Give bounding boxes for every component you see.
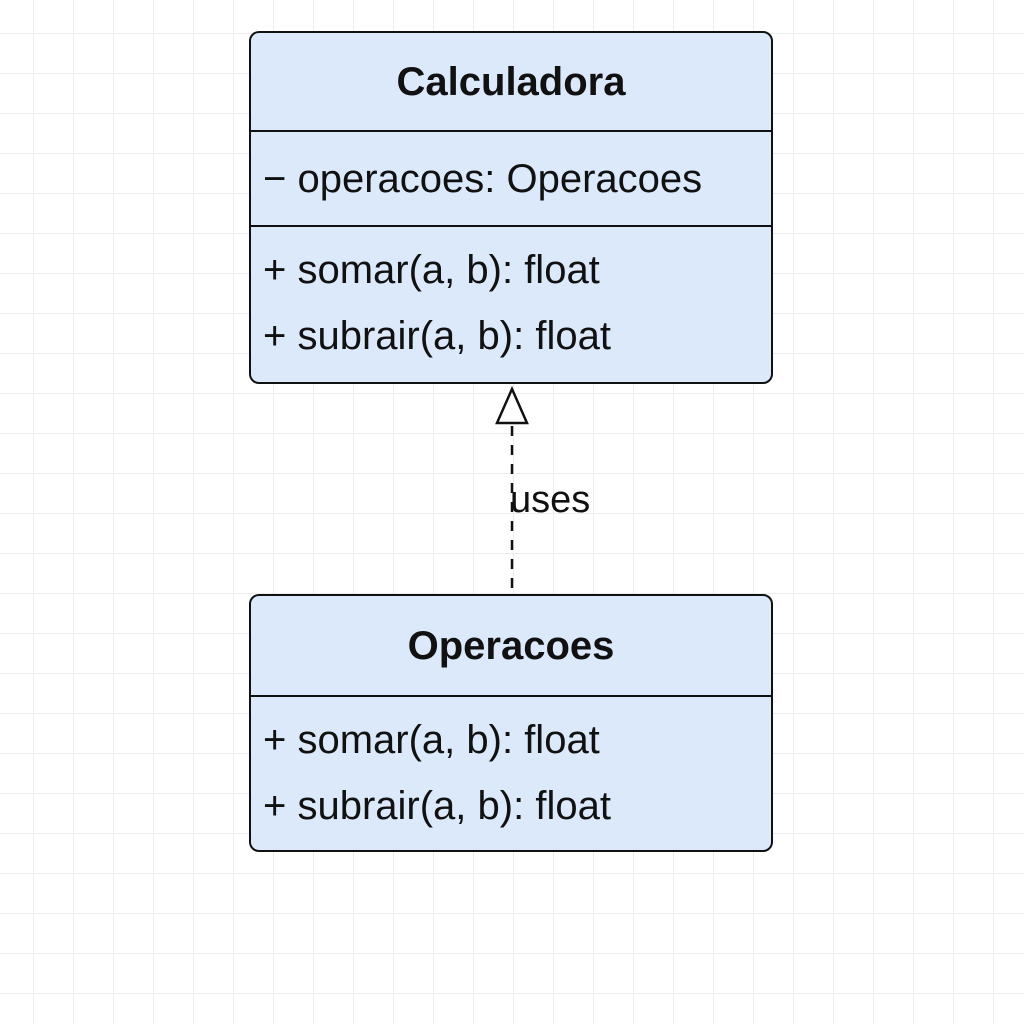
class-name-calculadora: Calculadora [251,33,771,132]
method-somar: + somar(a, b): float [263,248,600,292]
class-name-operacoes: Operacoes [251,596,771,697]
method-somar: + somar(a, b): float [263,718,600,762]
method-subrair: + subrair(a, b): float [263,784,611,828]
attribute-operacoes: − operacoes: Operacoes [263,157,703,201]
methods-section: + somar(a, b): float + subrair(a, b): fl… [251,227,771,377]
relationship-label: uses [510,479,591,521]
attributes-section: − operacoes: Operacoes [251,132,771,227]
method-subrair: + subrair(a, b): float [263,314,611,358]
hollow-triangle-arrowhead [495,385,529,425]
class-box-operacoes[interactable]: Operacoes + somar(a, b): float + subrair… [249,594,773,852]
methods-section: + somar(a, b): float + subrair(a, b): fl… [251,697,771,847]
class-box-calculadora[interactable]: Calculadora − operacoes: Operacoes + som… [249,31,773,384]
